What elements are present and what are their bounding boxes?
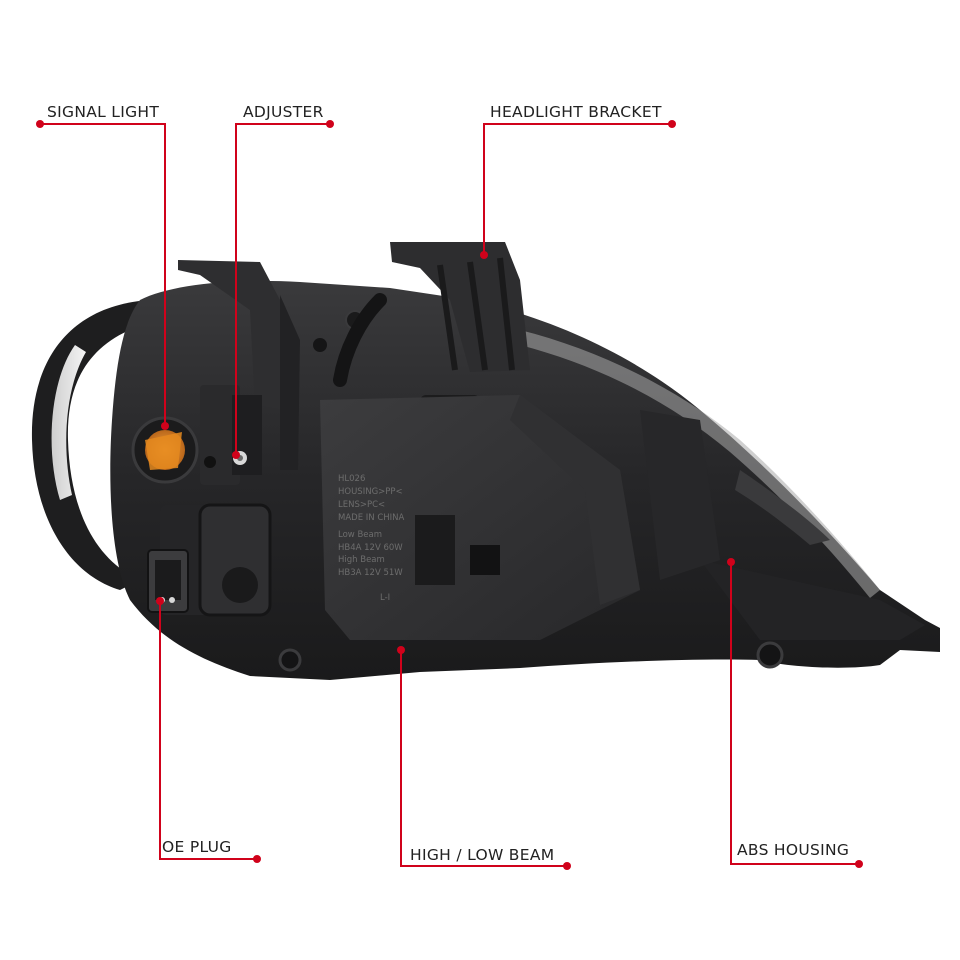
upper-bracket (178, 260, 300, 470)
leader-signal-light (40, 123, 166, 426)
housing-label-line-7: High Beam (338, 555, 385, 565)
leader-abs-housing (730, 562, 859, 865)
leader-dots (36, 120, 863, 870)
dot-bracket-target (480, 251, 488, 259)
lens-rim (31, 300, 160, 590)
dot-signal-light-target (161, 422, 169, 430)
housing-label-line-5: Low Beam (338, 530, 382, 540)
leader-oe-plug (159, 601, 257, 860)
housing-label-line-6: HB4A 12V 60W (338, 543, 403, 553)
signal-light-label: SIGNAL LIGHT (47, 103, 160, 121)
abs-housing-label: ABS HOUSING (737, 841, 850, 859)
dot-bracket-end (668, 120, 676, 128)
high-low-beam-label: HIGH / LOW BEAM (410, 846, 555, 864)
housing-label-line-4: MADE IN CHINA (338, 513, 405, 523)
housing-label-line-9: L-I (380, 593, 390, 603)
housing-label-line-3: LENS>PC< (338, 500, 385, 510)
dot-oe-plug-end (253, 855, 261, 863)
dot-beam-target (397, 646, 405, 654)
housing-label-line-2: HOUSING>PP< (338, 487, 403, 497)
dot-oe-plug-target (156, 597, 164, 605)
adjuster-label: ADJUSTER (243, 103, 324, 121)
abs-housing-ribs (640, 410, 830, 580)
oe-plug-assembly (147, 503, 272, 617)
dot-abs-target (727, 558, 735, 566)
housing-label-line-8: HB3A 12V 51W (338, 568, 403, 578)
headlight-bracket-label: HEADLIGHT BRACKET (490, 103, 662, 121)
dot-abs-end (855, 860, 863, 868)
dot-adjuster-target (232, 451, 240, 459)
oe-plug-label: OE PLUG (162, 838, 232, 856)
dot-signal-light-end (36, 120, 44, 128)
leader-headlight-bracket (483, 123, 672, 255)
dot-beam-end (563, 862, 571, 870)
leader-adjuster (235, 123, 330, 455)
dot-adjuster-end (326, 120, 334, 128)
headlight-bracket (390, 242, 530, 372)
leader-high-low-beam (400, 650, 567, 867)
housing-label-line-1: HL026 (338, 474, 365, 484)
beam-cover-box: HL026 HOUSING>PP< LENS>PC< MADE IN CHINA… (320, 395, 640, 640)
leader-lines (40, 123, 859, 867)
